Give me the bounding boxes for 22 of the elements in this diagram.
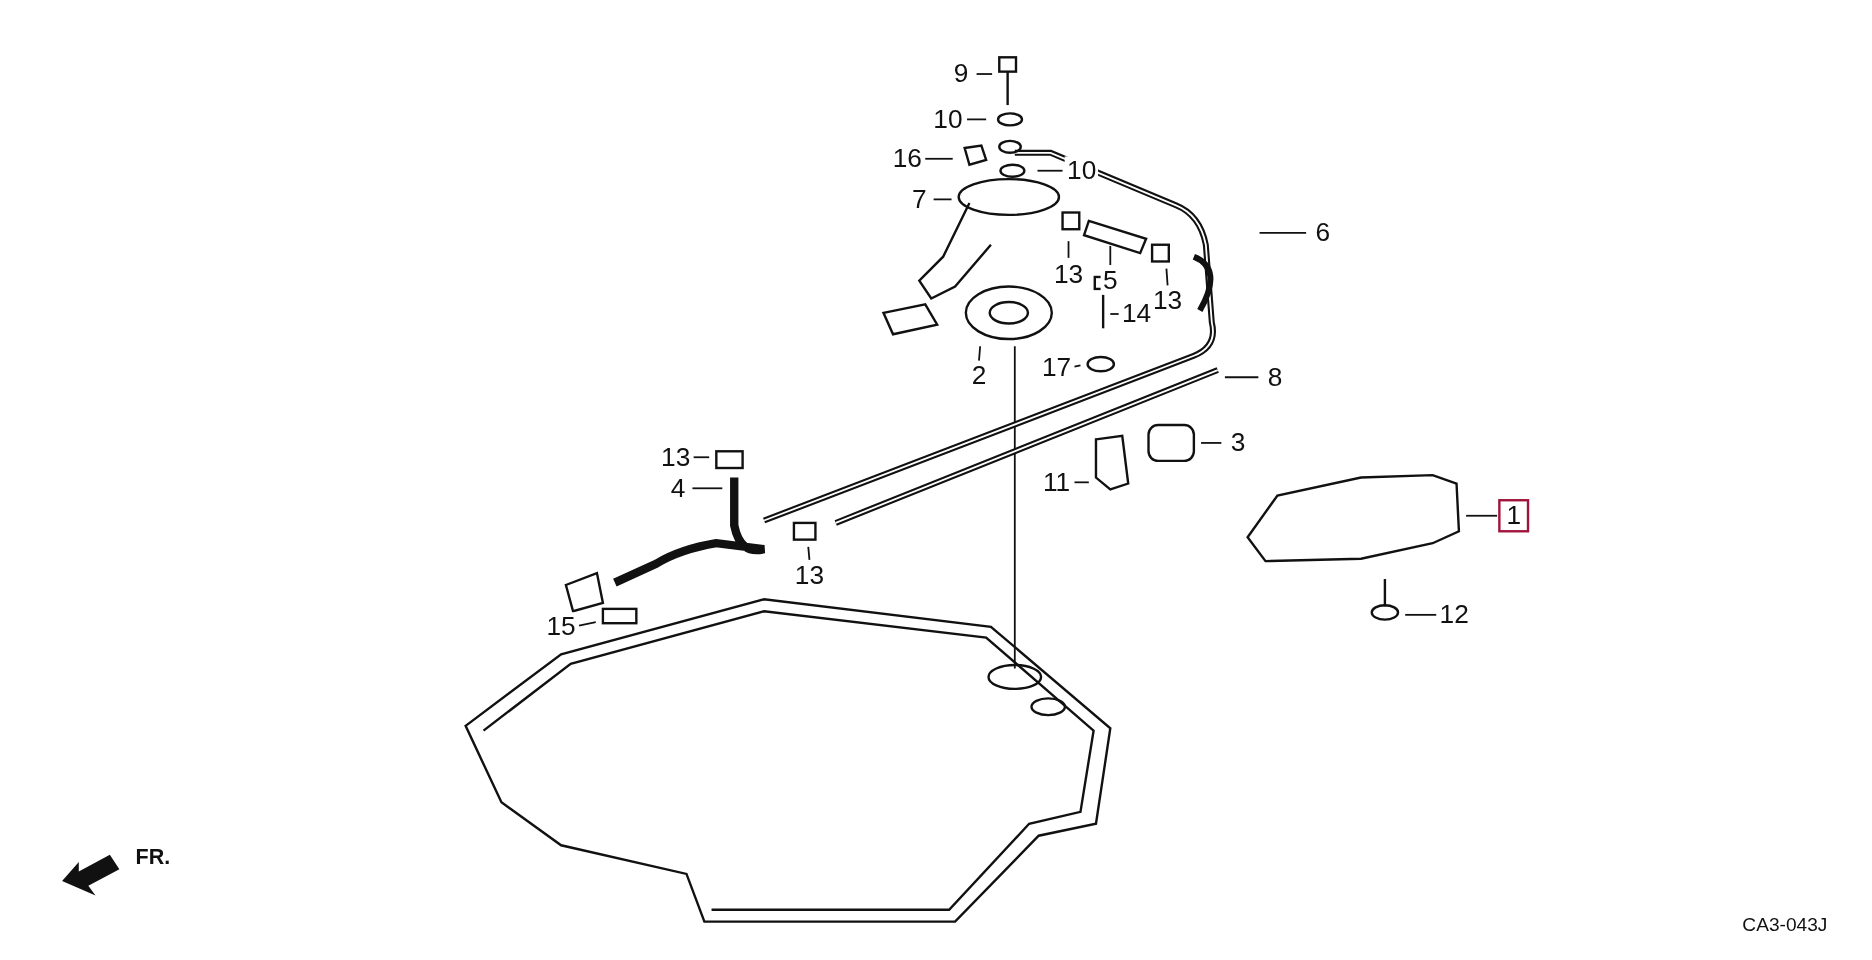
leader-line <box>807 545 811 561</box>
leader-line <box>1109 245 1112 266</box>
leader-line <box>1224 376 1260 379</box>
leader-line <box>978 345 982 362</box>
leader-line <box>1067 240 1070 259</box>
leader-line <box>692 456 711 459</box>
leader-line <box>691 487 724 490</box>
leader-line <box>1073 481 1090 484</box>
leader-line <box>966 118 988 121</box>
leader-line <box>578 621 597 627</box>
leader-line <box>924 157 954 160</box>
leader-line <box>1404 613 1438 616</box>
leader-line <box>1165 267 1169 287</box>
leader-line <box>1258 231 1307 234</box>
leader-line <box>1036 169 1064 172</box>
leader-line <box>975 73 993 75</box>
leader-line <box>1109 313 1120 315</box>
callout-number: 1 <box>1498 499 1530 533</box>
leader-line <box>1200 442 1223 444</box>
leader-line <box>1073 364 1082 368</box>
leader-line <box>932 198 953 201</box>
leader-line <box>1465 514 1499 517</box>
